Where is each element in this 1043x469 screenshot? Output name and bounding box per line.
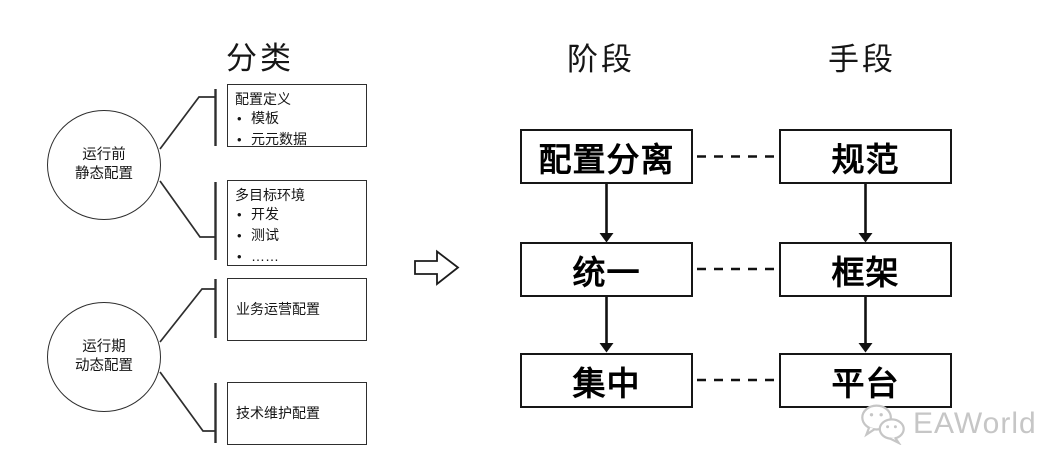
circle-label-line2: 动态配置: [75, 358, 133, 374]
stage-box-unification: 统一: [520, 242, 693, 297]
means-label: 平台: [831, 364, 900, 402]
connector-circle1-box1: [159, 96, 215, 150]
circle-runtime-dynamic-config: 运行期 动态配置: [47, 302, 161, 412]
bullet-text: 元元数据: [251, 131, 307, 148]
box-multi-target-env: 多目标环境 • 开发 • 测试 • ……: [227, 180, 367, 266]
arrowhead-mean3: [858, 343, 873, 353]
block-arrow-icon: [414, 249, 460, 286]
connector-circle1-box2: [159, 180, 215, 238]
wechat-icon: [861, 404, 905, 445]
means-label: 规范: [831, 140, 900, 178]
box-config-definition: 配置定义 • 模板 • 元元数据: [227, 84, 367, 147]
box-technical-maintenance-config: 技术维护配置: [227, 382, 367, 445]
bullet-item: • 模板: [228, 108, 366, 129]
stage-box-centralization: 集中: [520, 353, 693, 408]
stage-box-config-separation: 配置分离: [520, 129, 693, 184]
bullet-text: 开发: [251, 206, 279, 223]
circle-label-line2: 静态配置: [75, 166, 133, 182]
means-box-platform: 平台: [779, 353, 952, 408]
stage-label: 集中: [572, 364, 641, 402]
bullet-icon: •: [237, 228, 242, 244]
box-title: 技术维护配置: [236, 405, 320, 422]
bullet-item: • 开发: [228, 204, 366, 225]
bullet-icon: •: [237, 111, 242, 127]
header-stage: 阶段: [567, 42, 635, 77]
stage-label: 统一: [572, 253, 641, 291]
bullet-item: • 测试: [228, 225, 366, 246]
watermark-text: EAWorld: [913, 407, 1037, 440]
circle-label-line1: 运行前: [82, 146, 126, 163]
means-label: 框架: [831, 253, 900, 291]
connector-circle2-box3: [159, 288, 215, 343]
means-box-framework: 框架: [779, 242, 952, 297]
circle-label-line1: 运行期: [82, 338, 126, 355]
bullet-text: 测试: [251, 227, 279, 244]
watermark: EAWorld: [860, 403, 1037, 445]
arrowhead-stage2: [599, 233, 614, 243]
bullet-icon: •: [237, 248, 242, 264]
box-title: 业务运营配置: [236, 301, 320, 318]
box-business-operation-config: 业务运营配置: [227, 278, 367, 341]
header-means: 手段: [828, 42, 896, 77]
arrowhead-stage3: [599, 343, 614, 353]
bullet-text: ……: [251, 247, 279, 264]
means-box-specification: 规范: [779, 129, 952, 184]
connector-circle2-box4: [159, 371, 215, 432]
box-title: 配置定义: [235, 91, 291, 107]
bullet-text: 模板: [251, 110, 279, 127]
box-title: 多目标环境: [235, 187, 305, 203]
bullet-item: • ……: [228, 246, 366, 267]
bullet-item: • 元元数据: [228, 129, 366, 150]
bullet-icon: •: [237, 207, 242, 223]
header-classification: 分类: [226, 41, 294, 76]
circle-pre-run-static-config: 运行前 静态配置: [47, 110, 161, 220]
bullet-icon: •: [237, 132, 242, 148]
stage-label: 配置分离: [538, 140, 675, 178]
arrowhead-mean2: [858, 233, 873, 243]
